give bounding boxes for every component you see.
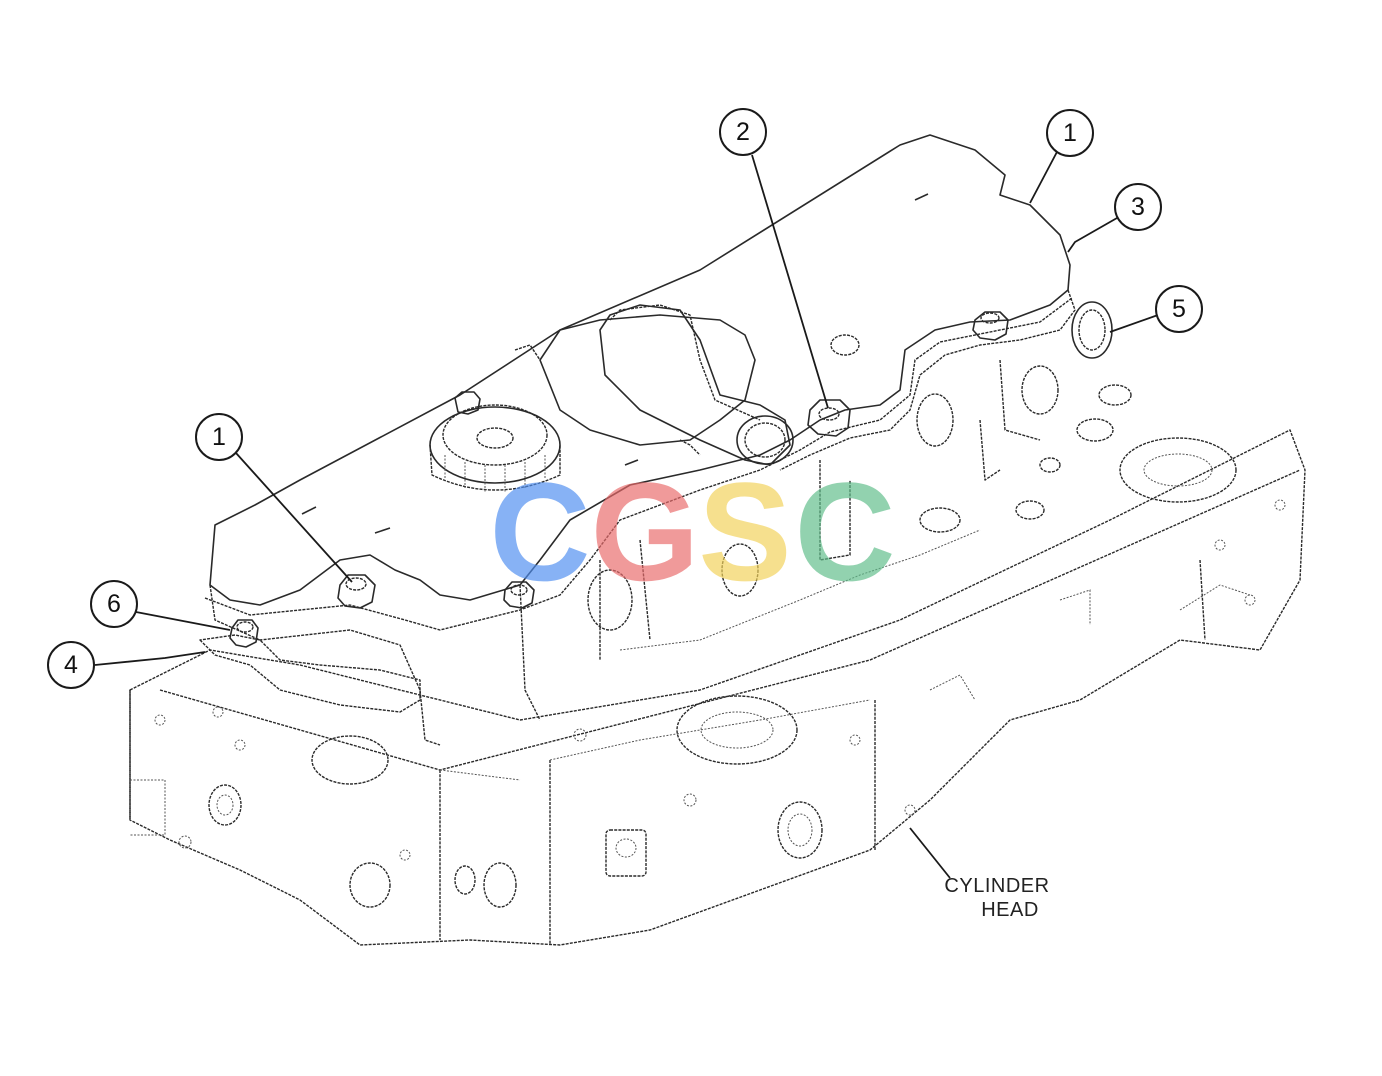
watermark-letter-c1: C (489, 453, 590, 610)
callout-c1-top: 1 (1046, 109, 1094, 157)
callout-c2: 2 (719, 108, 767, 156)
cylinder-head-label-line2: HEAD (981, 899, 1039, 921)
leader-c2 (751, 154, 829, 409)
watermark: C G S C (489, 453, 895, 610)
callout-number: 5 (1172, 295, 1186, 323)
watermark-letter-g: G (591, 453, 700, 610)
callout-c6: 6 (90, 580, 138, 628)
watermark-letter-s: S (698, 453, 791, 610)
callout-number: 1 (1063, 119, 1077, 147)
leader-c6 (135, 611, 231, 631)
cylinder-head-illustration (129, 384, 1306, 946)
callout-number: 4 (64, 651, 78, 679)
leader-c1-top (1029, 149, 1059, 204)
cylinder-head-label: CYLINDER HEAD (944, 875, 1049, 921)
valve-cover-illustration (199, 134, 1113, 746)
callout-number: 1 (212, 423, 226, 451)
callout-number: 6 (107, 590, 121, 618)
callout-c1-left: 1 (195, 413, 243, 461)
callout-c3: 3 (1114, 183, 1162, 231)
callout-c4: 4 (47, 641, 95, 689)
leader-c1-left (235, 452, 353, 583)
callout-c5: 5 (1155, 285, 1203, 333)
leader-cylinder-head (909, 827, 951, 879)
watermark-letter-c2: C (794, 453, 895, 610)
leader-c3 (1067, 217, 1118, 253)
leader-c4 (94, 651, 206, 666)
callout-number: 2 (736, 118, 750, 146)
leader-c5 (1109, 314, 1159, 333)
callout-number: 3 (1131, 193, 1145, 221)
leader-lines (94, 149, 1159, 879)
cylinder-head-label-line1: CYLINDER (944, 875, 1049, 897)
